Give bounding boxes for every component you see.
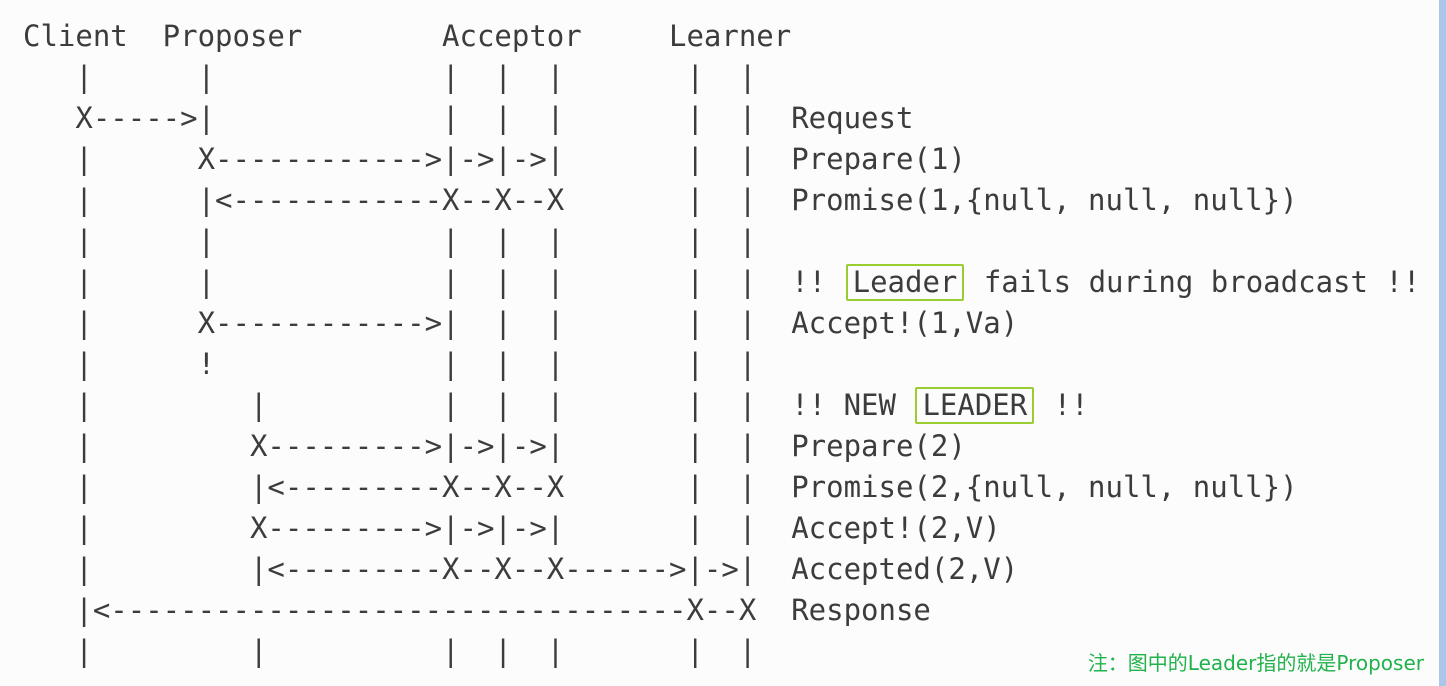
row-leader-fails: | | | | | | | !! Leader fails during bro… bbox=[23, 262, 1420, 303]
row-response: |<---------------------------------X--X … bbox=[23, 593, 931, 627]
row-accept-1: | X------------>| | | | | Accept!(1,Va) bbox=[23, 306, 1019, 340]
paxos-sequence-diagram: Client Proposer Acceptor Learner | | | |… bbox=[23, 16, 1420, 672]
row-leader-fails-prefix: | | | | | | | !! bbox=[23, 265, 844, 299]
row-request: X----->| | | | | | Request bbox=[23, 101, 914, 135]
row-proposer-failure-mark: | ! | | | | | bbox=[23, 347, 757, 381]
chinese-note: 注：图中的Leader指的就是Proposer bbox=[1087, 651, 1424, 675]
right-edge-strip bbox=[1439, 0, 1446, 686]
lifelines-row: | | | | | | | bbox=[23, 60, 757, 94]
new-leader-highlight-box: LEADER bbox=[915, 387, 1035, 424]
leader-highlight-box: Leader bbox=[845, 264, 965, 301]
participants-header: Client Proposer Acceptor Learner bbox=[23, 19, 792, 53]
row-leader-fails-suffix: fails during broadcast !! bbox=[966, 265, 1421, 299]
row-prepare-2: | X--------->|->|->| | | Prepare(2) bbox=[23, 429, 966, 463]
lifelines-row: | | | | | | | bbox=[23, 634, 757, 668]
row-accept-2: | X--------->|->|->| | | Accept!(2,V) bbox=[23, 511, 1001, 545]
row-prepare-1: | X------------>|->|->| | | Prepare(1) bbox=[23, 142, 966, 176]
row-new-leader: | | | | | | | !! NEW LEADER !! bbox=[23, 385, 1420, 426]
lifelines-row: | | | | | | | bbox=[23, 224, 757, 258]
row-promise-1: | |<------------X--X--X | | Promise(1,{n… bbox=[23, 183, 1298, 217]
row-new-leader-prefix: | | | | | | | !! NEW bbox=[23, 388, 914, 422]
row-accepted-2: | |<---------X--X--X------>|->| Accepted… bbox=[23, 552, 1019, 586]
row-promise-2: | |<---------X--X--X | | Promise(2,{null… bbox=[23, 470, 1298, 504]
row-new-leader-suffix: !! bbox=[1036, 388, 1089, 422]
